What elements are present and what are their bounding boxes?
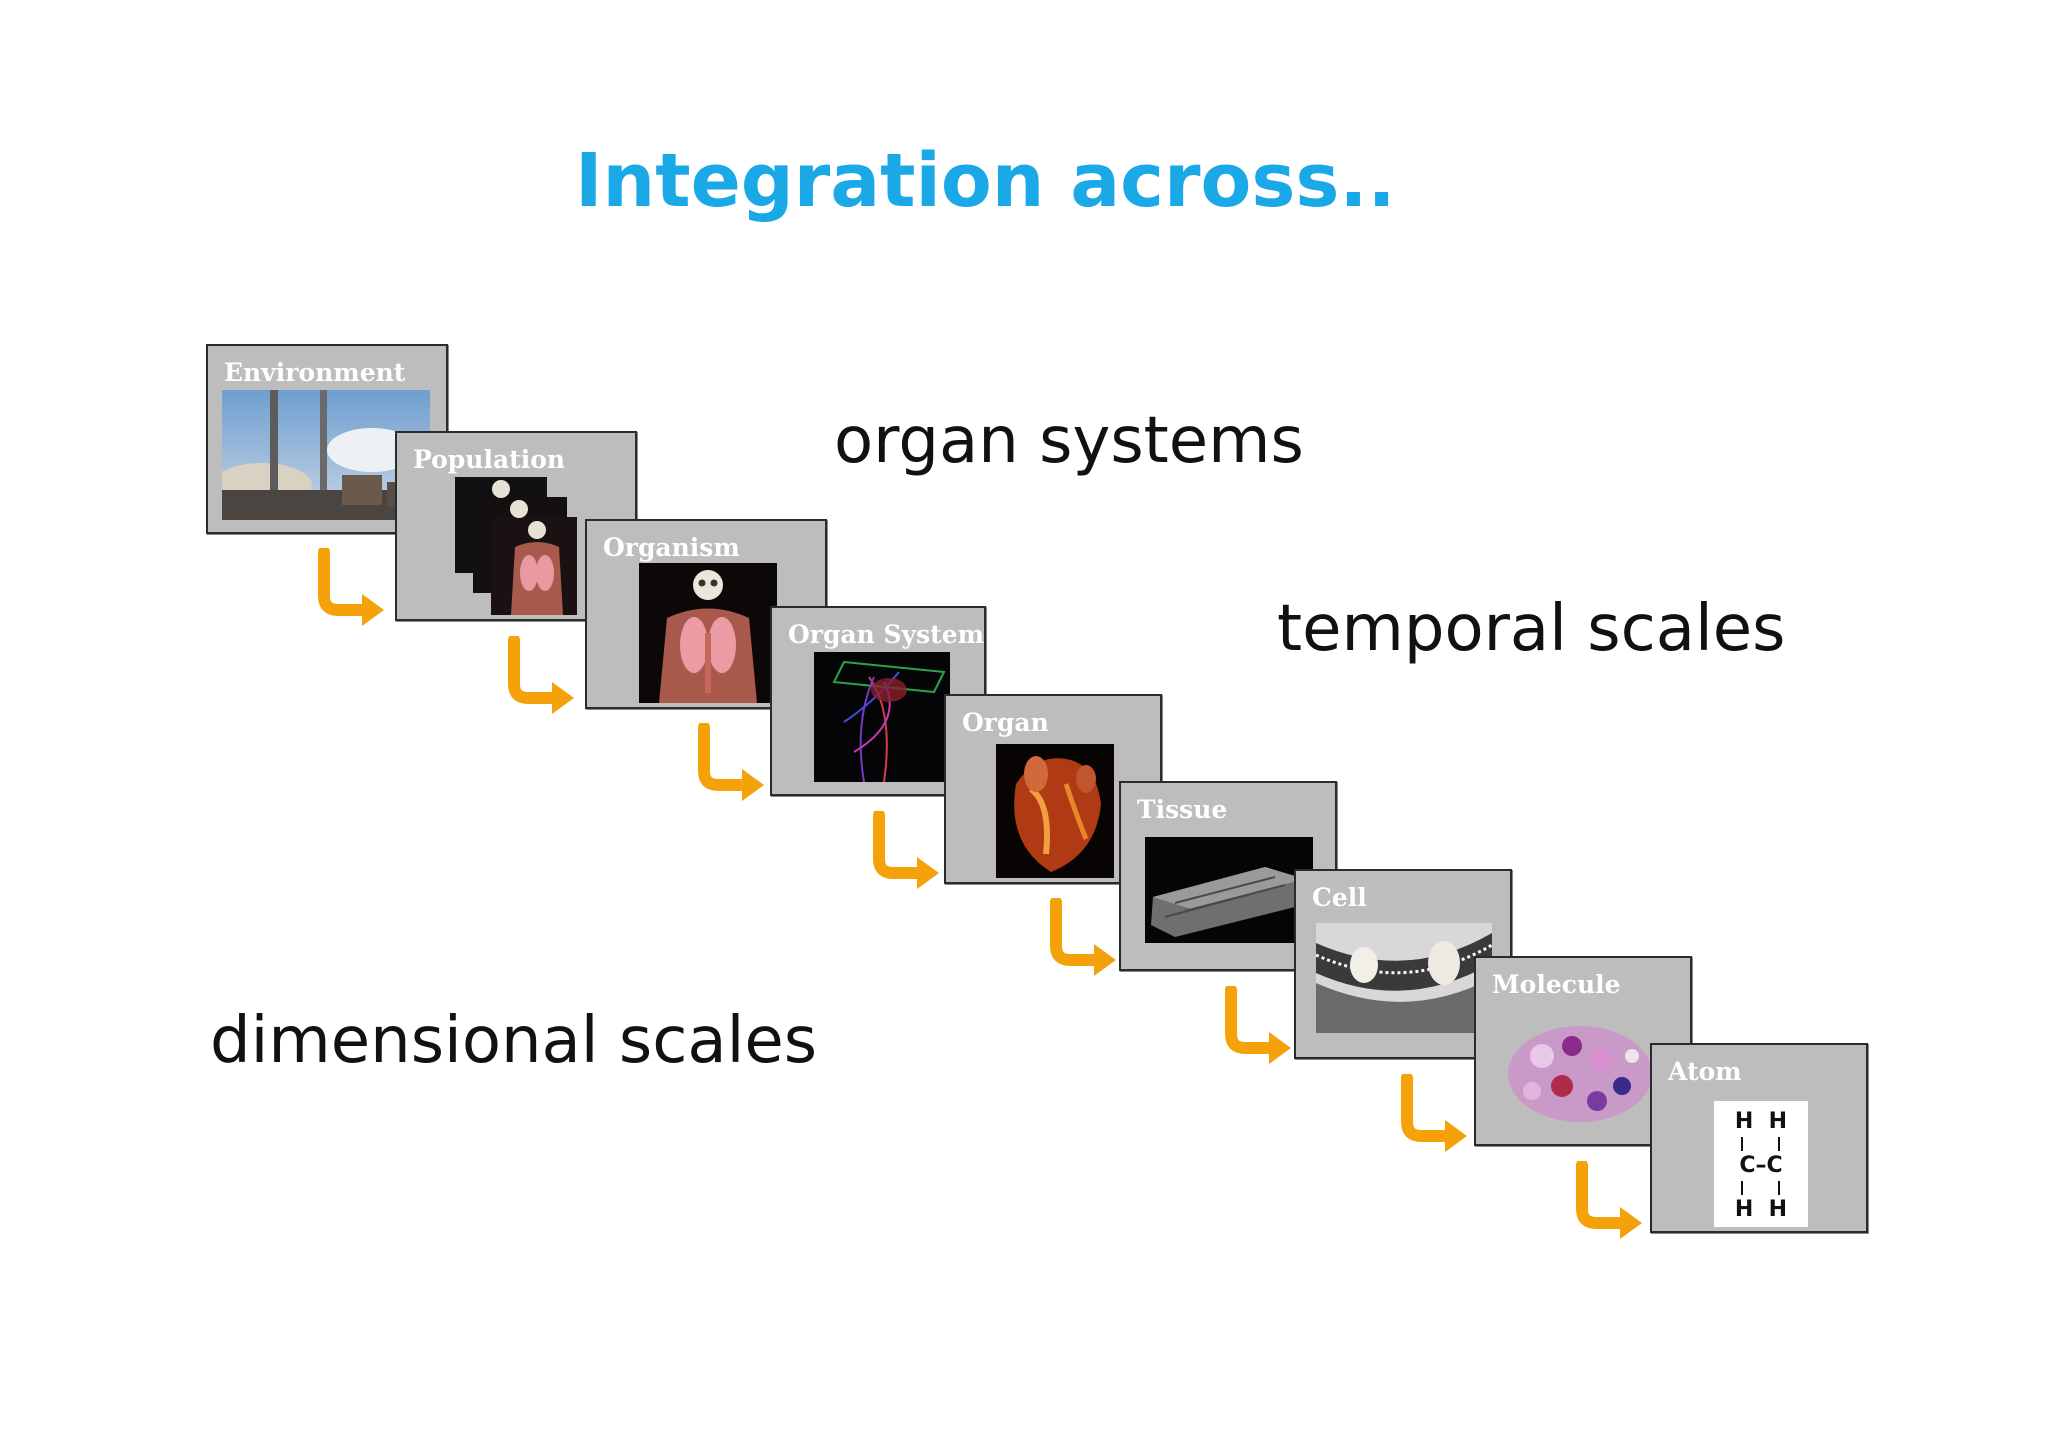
phrase-dimensional-scales: dimensional scales xyxy=(210,1004,818,1078)
phrase-temporal-scales: temporal scales xyxy=(1277,592,1786,666)
tissue-image xyxy=(1145,837,1313,943)
formula-top: H H xyxy=(1734,1109,1788,1134)
card-label: Atom xyxy=(1668,1057,1742,1086)
phrase-organ-systems: organ systems xyxy=(834,404,1304,478)
card-label: Environment xyxy=(224,358,406,387)
card-label: Tissue xyxy=(1137,795,1228,824)
down-right-arrow-icon xyxy=(1225,986,1291,1064)
down-right-arrow-icon xyxy=(318,548,384,626)
organ-image xyxy=(996,744,1114,878)
organ-system-image xyxy=(814,652,950,782)
card-label: Population xyxy=(413,445,566,474)
card-label: Molecule xyxy=(1492,970,1621,999)
down-right-arrow-icon xyxy=(873,811,939,889)
down-right-arrow-icon xyxy=(1576,1161,1642,1239)
cell-image xyxy=(1316,923,1492,1033)
card-tissue: Tissue xyxy=(1119,781,1337,971)
card-label: Organ System xyxy=(788,620,985,649)
card-label: Organism xyxy=(603,533,740,562)
slide-title: Integration across.. xyxy=(575,138,1396,224)
molecule-image xyxy=(1502,1016,1658,1128)
card-label: Cell xyxy=(1312,883,1367,912)
atom-formula: H H C–C H H xyxy=(1714,1101,1808,1227)
formula-bottom: H H xyxy=(1734,1197,1788,1222)
down-right-arrow-icon xyxy=(1401,1074,1467,1152)
card-atom: Atom H H C–C H H xyxy=(1650,1043,1868,1233)
down-right-arrow-icon xyxy=(1050,898,1116,976)
card-label: Organ xyxy=(962,708,1049,737)
population-image xyxy=(455,477,577,615)
down-right-arrow-icon xyxy=(508,636,574,714)
organism-image xyxy=(639,563,777,703)
formula-middle: C–C xyxy=(1739,1153,1783,1178)
down-right-arrow-icon xyxy=(698,723,764,801)
